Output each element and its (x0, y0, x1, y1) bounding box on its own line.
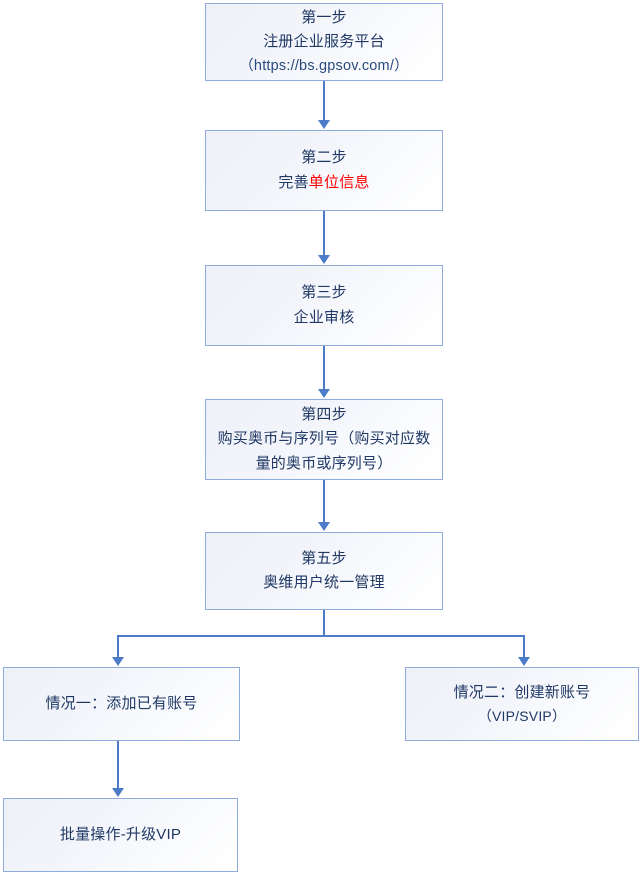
step-2-subtitle-prefix: 完善 (278, 173, 309, 191)
step-1-title: 第一步 (301, 8, 347, 26)
batch-upgrade-vip-node: 批量操作-升级VIP (3, 798, 238, 872)
step-3-title: 第三步 (301, 284, 347, 302)
connector-case1-batch-arrow (112, 788, 124, 797)
step-5-subtitle: 奥维用户统一管理 (263, 574, 385, 591)
case-2-label: 情况二：创建新账号 (453, 683, 591, 701)
case-1-label: 情况一：添加已有账号 (45, 694, 198, 712)
connector-step3-step4-line (323, 346, 325, 390)
step-2-complete-unit-info-node: 第二步 完善单位信息 (205, 130, 443, 211)
step-2-subtitle: 完善单位信息 (216, 171, 432, 195)
step-5-unified-user-management-node: 第五步 奥维用户统一管理 (205, 532, 443, 610)
step-4-buy-coins-serials-node: 第四步 购买奥币与序列号（购买对应数量的奥币或序列号） (205, 399, 443, 480)
connector-step5-branch-stem (323, 610, 325, 637)
case-2-create-new-account-node: 情况二：创建新账号 （VIP/SVIP） (405, 667, 639, 741)
step-5-title: 第五步 (301, 549, 347, 567)
connector-case1-batch-line (117, 741, 119, 789)
step-1-subtitle: 注册企业服务平台 (263, 33, 385, 51)
connector-step5-branch-bus (117, 635, 525, 637)
step-4-title: 第四步 (301, 406, 347, 424)
step-1-url: （https://bs.gpsov.com/） (239, 57, 409, 74)
connector-step1-step2-arrow (318, 120, 330, 129)
connector-step4-step5-arrow (318, 522, 330, 531)
connector-step2-step3-line (323, 211, 325, 256)
connector-step1-step2-line (323, 81, 325, 121)
step-1-register-node: 第一步 注册企业服务平台 （https://bs.gpsov.com/） (205, 3, 443, 81)
connector-branch-left-drop (117, 635, 119, 658)
connector-branch-left-arrow (112, 657, 124, 666)
step-4-subtitle: 购买奥币与序列号（购买对应数量的奥币或序列号） (217, 430, 431, 472)
batch-upgrade-label: 批量操作-升级VIP (59, 825, 182, 843)
step-3-subtitle: 企业审核 (293, 308, 355, 326)
step-2-subtitle-highlight: 单位信息 (308, 173, 370, 191)
connector-step2-step3-arrow (318, 255, 330, 264)
case-1-add-existing-account-node: 情况一：添加已有账号 (3, 667, 240, 741)
connector-step3-step4-arrow (318, 389, 330, 398)
connector-branch-right-arrow (518, 657, 530, 666)
step-3-enterprise-review-node: 第三步 企业审核 (205, 265, 443, 346)
connector-branch-right-drop (523, 635, 525, 658)
step-2-title: 第二步 (301, 149, 347, 167)
case-2-sublabel: （VIP/SVIP） (477, 707, 567, 724)
connector-step4-step5-line (323, 480, 325, 523)
